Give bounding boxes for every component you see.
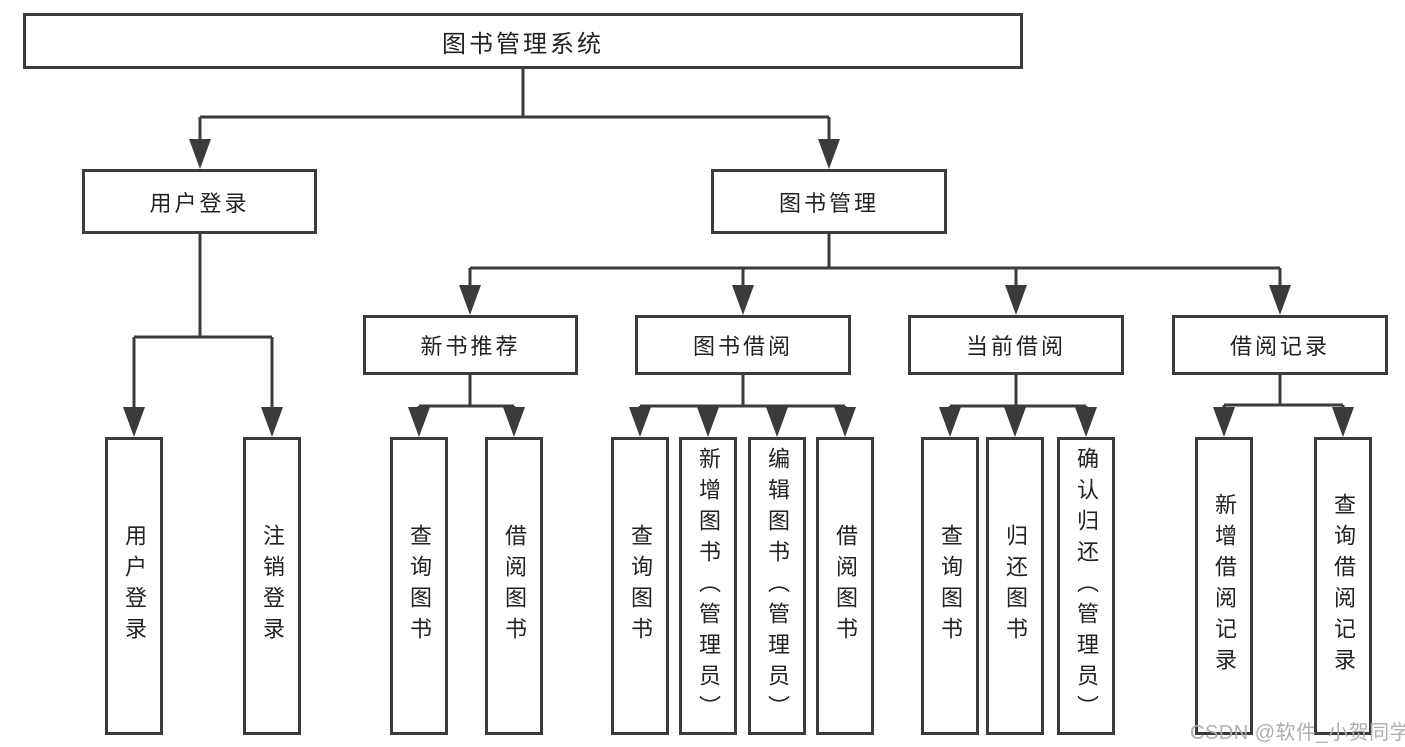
connector-root-to-level2 <box>198 69 831 140</box>
arrowhead <box>1004 407 1026 437</box>
leaf-return-books: 归还图书 <box>986 437 1044 735</box>
node-label: 图书管理系统 <box>442 30 604 58</box>
leaf-borrow-books: 借阅图书 <box>816 437 874 735</box>
arrowhead <box>189 139 211 169</box>
node-user-login: 用户登录 <box>82 169 317 234</box>
node-book-management: 图书管理 <box>711 169 947 234</box>
leaf-edit-book-admin: 编辑图书（管理员） <box>748 437 806 735</box>
arrowhead <box>408 407 430 437</box>
connector-book-borrow-to-children <box>638 375 847 408</box>
node-label: 归还图书 <box>1003 524 1028 648</box>
arrowhead <box>459 285 481 315</box>
arrowhead <box>1332 407 1354 437</box>
arrowhead <box>629 407 651 437</box>
node-label: 编辑图书（管理员） <box>765 446 790 726</box>
arrowhead <box>1213 407 1235 437</box>
node-label: 借阅记录 <box>1229 334 1330 359</box>
leaf-query-books-borrow: 查询图书 <box>611 437 669 735</box>
arrowhead <box>732 285 754 315</box>
leaf-confirm-return-admin: 确认归还（管理员） <box>1057 437 1115 735</box>
leaf-user-login: 用户登录 <box>105 437 163 735</box>
node-label: 查询图书 <box>628 524 653 648</box>
arrowhead <box>939 407 961 437</box>
node-new-book-recommend: 新书推荐 <box>363 315 578 375</box>
node-label: 用户登录 <box>122 524 147 648</box>
node-label: 新增借阅记录 <box>1212 493 1237 679</box>
node-book-borrow: 图书借阅 <box>635 315 851 375</box>
node-label: 图书管理 <box>778 190 879 216</box>
connector-new-book-recommend-to-children <box>417 375 516 408</box>
arrowhead <box>766 407 788 437</box>
connector-borrow-records-to-children <box>1222 375 1345 408</box>
connector-current-borrow-to-children <box>948 375 1088 408</box>
leaf-query-books-current: 查询图书 <box>921 437 979 735</box>
leaf-query-books-recommend: 查询图书 <box>390 437 448 735</box>
node-current-borrow: 当前借阅 <box>908 315 1124 375</box>
arrowhead <box>1075 407 1097 437</box>
node-label: 查询借阅记录 <box>1331 493 1356 679</box>
node-root: 图书管理系统 <box>23 13 1023 69</box>
arrowhead <box>697 407 719 437</box>
node-label: 查询图书 <box>407 524 432 648</box>
leaf-add-book-admin: 新增图书（管理员） <box>679 437 737 735</box>
node-label: 用户登录 <box>149 190 250 216</box>
arrowhead <box>834 407 856 437</box>
node-label: 注销登录 <box>260 524 285 648</box>
arrowhead <box>1005 285 1027 315</box>
connector-user-login-to-children <box>132 234 274 408</box>
node-label: 借阅图书 <box>833 524 858 648</box>
node-label: 确认归还（管理员） <box>1074 446 1099 726</box>
node-label: 新增图书（管理员） <box>696 446 721 726</box>
arrowhead <box>261 407 283 437</box>
node-label: 查询图书 <box>938 524 963 648</box>
arrowhead <box>503 407 525 437</box>
connector-book-management-to-level3 <box>468 234 1282 286</box>
leaf-logout-login: 注销登录 <box>243 437 301 735</box>
arrowhead <box>818 139 840 169</box>
node-label: 当前借阅 <box>965 334 1066 359</box>
leaf-query-borrow-record: 查询借阅记录 <box>1314 437 1372 735</box>
leaf-add-borrow-record: 新增借阅记录 <box>1195 437 1253 735</box>
csdn-watermark: CSDN @软件_小贺同学 <box>1190 722 1405 744</box>
node-label: 借阅图书 <box>502 524 527 648</box>
arrowhead <box>1269 285 1291 315</box>
node-borrow-records: 借阅记录 <box>1172 315 1388 375</box>
arrowheads <box>123 139 1354 437</box>
node-label: 图书借阅 <box>692 334 793 359</box>
leaf-borrow-books-recommend: 借阅图书 <box>485 437 543 735</box>
node-label: 新书推荐 <box>420 334 521 359</box>
arrowhead <box>123 407 145 437</box>
